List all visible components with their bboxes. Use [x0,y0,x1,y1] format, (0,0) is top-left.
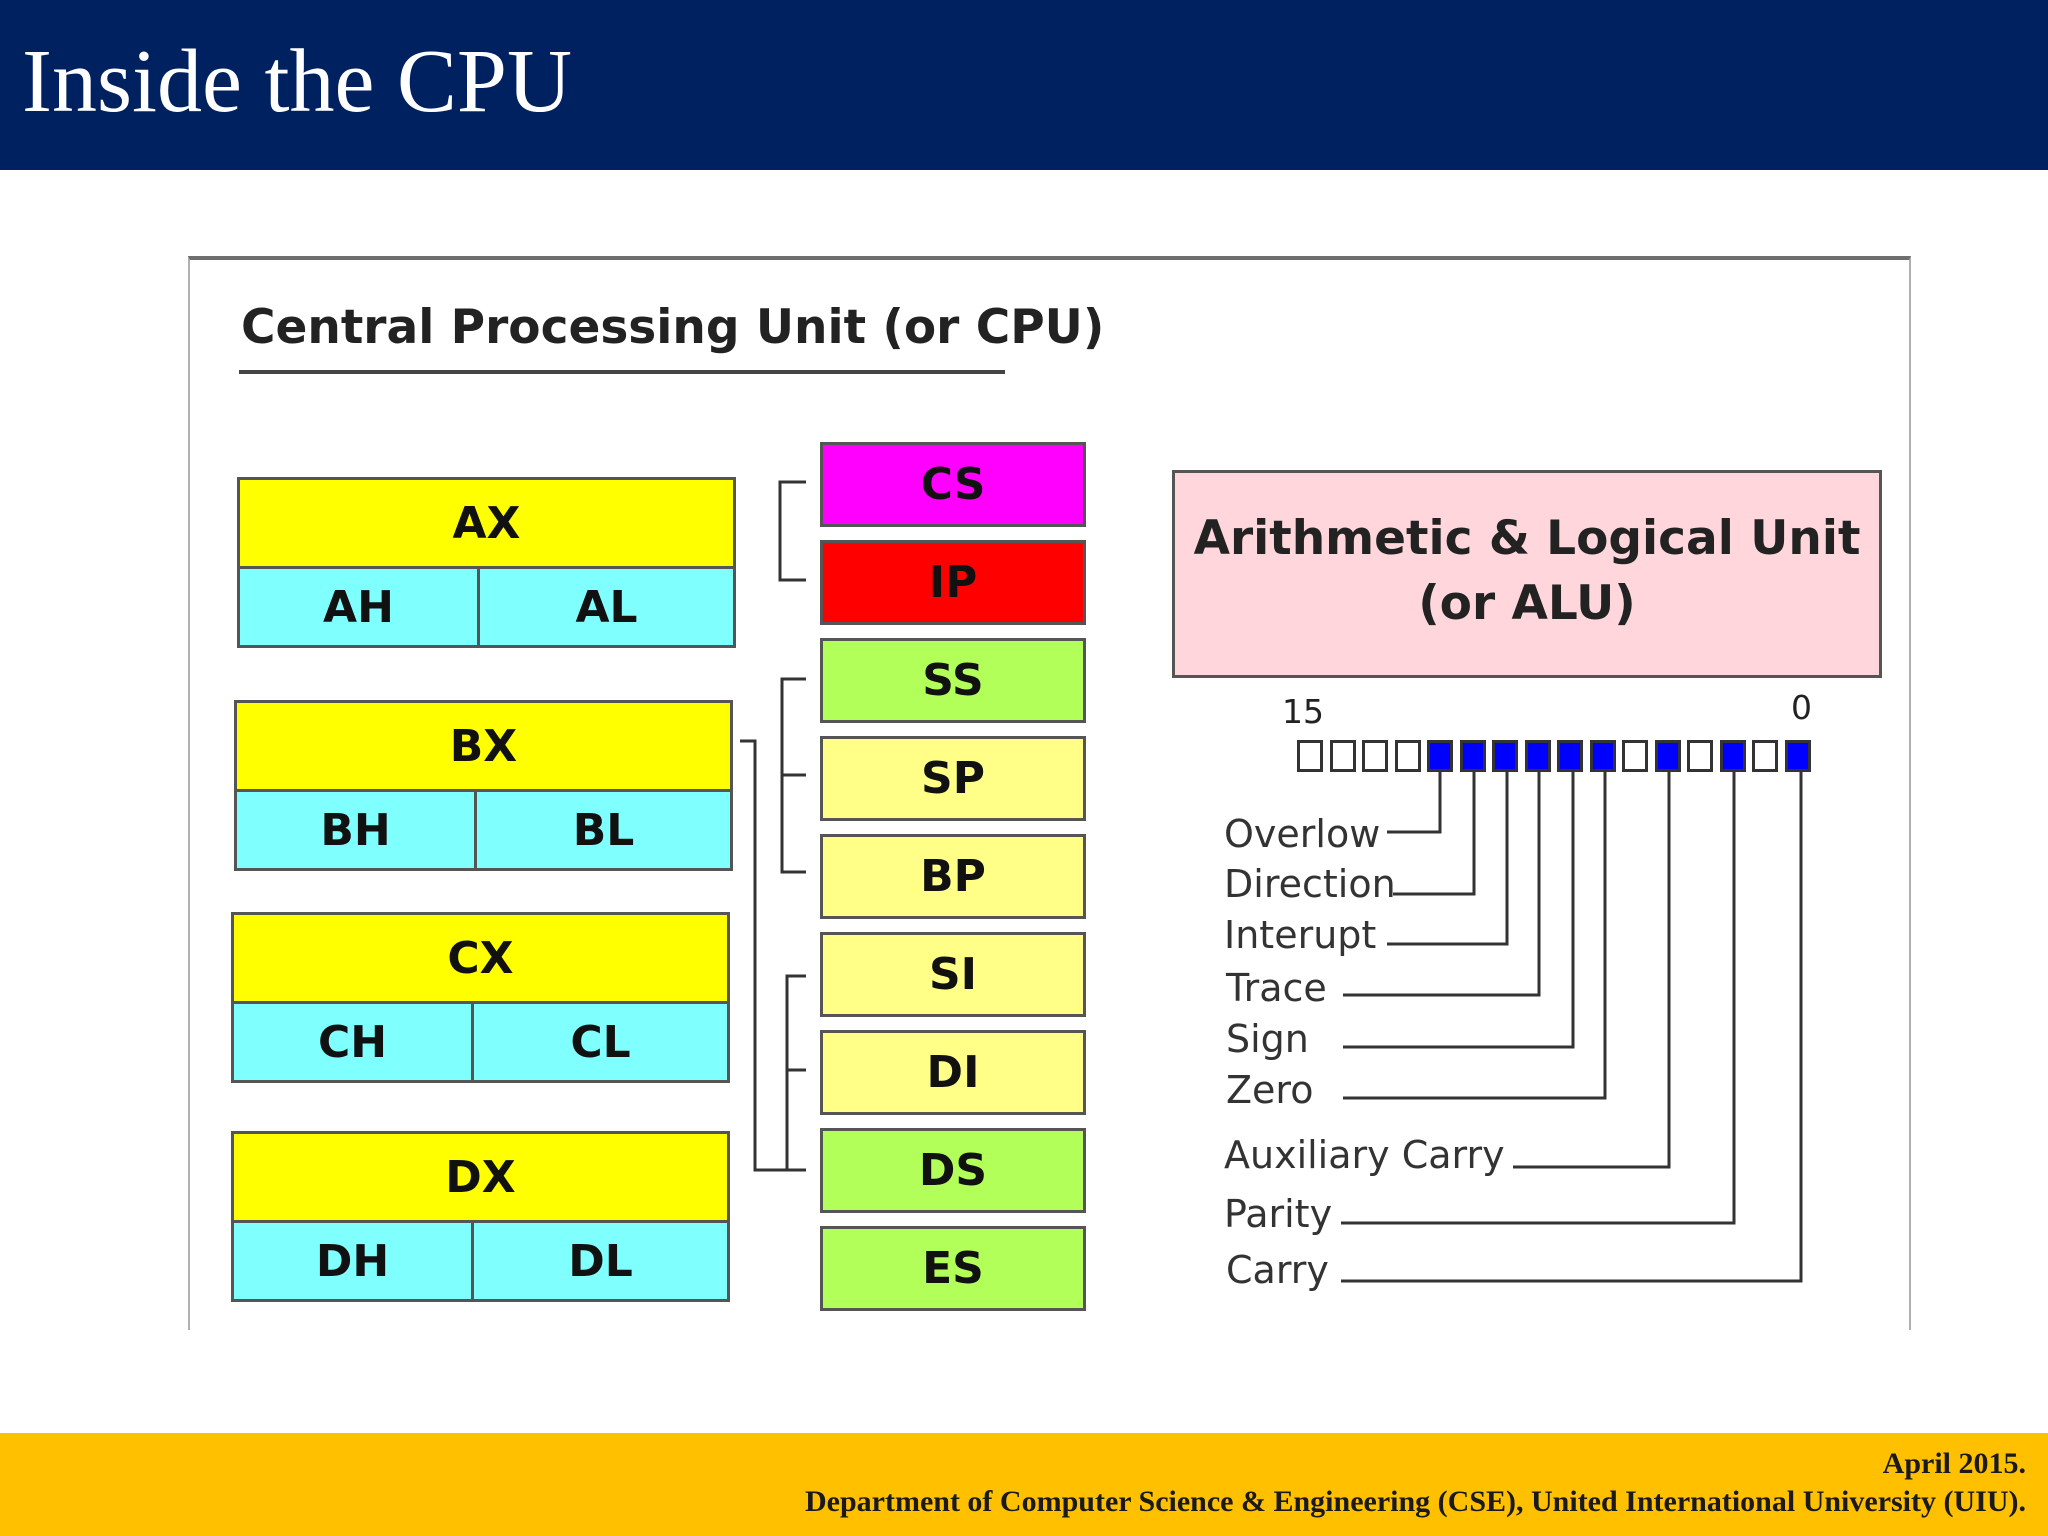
register-cs: CS [820,442,1086,527]
flag-bit-15 [1297,740,1323,772]
alu-title: Arithmetic & Logical Unit [1193,511,1861,566]
slide-header: Inside the CPU [0,0,2048,170]
flag-label-sign: Sign [1226,1017,1309,1061]
flag-label-carry: Carry [1226,1248,1329,1292]
footer-department: Department of Computer Science & Enginee… [804,1485,2026,1518]
flag-bit-8 [1524,740,1551,772]
flag-bit-1 [1752,740,1778,772]
register-ds: DS [820,1128,1086,1213]
register-al: AL [477,566,736,648]
flag-bit-7 [1557,740,1583,772]
slide-title: Inside the CPU [22,32,572,131]
flag-label-trace: Trace [1226,966,1327,1010]
leader-sign [1343,772,1575,1049]
leader-direction [1393,772,1476,896]
register-cl: CL [471,1001,730,1083]
leader-interrupt [1387,772,1509,946]
cpu-diagram-title: Central Processing Unit (or CPU) [241,300,1105,355]
flag-bit-14 [1329,740,1356,772]
flag-bit-3 [1687,740,1713,772]
flag-bit-6 [1589,740,1616,772]
register-bh: BH [234,789,477,871]
leader-trace [1343,772,1541,997]
register-ss: SS [820,638,1086,723]
leader-overflow [1387,772,1442,834]
register-dl: DL [471,1220,730,1302]
register-bl: BL [474,789,733,871]
bracket-ss-sp-bp [780,677,806,874]
flag-label-zero: Zero [1226,1068,1314,1112]
flag-bit-12 [1394,740,1421,772]
flag-bit-4 [1654,740,1681,772]
flag-label-parity: Parity [1224,1192,1333,1236]
flag-bit-2 [1719,740,1746,772]
register-sp: SP [820,736,1086,821]
register-dh: DH [231,1220,474,1302]
register-ip: IP [820,540,1086,625]
flag-bit-0 [1784,740,1811,772]
leader-parity [1341,772,1736,1225]
register-ah: AH [237,566,480,648]
flag-label-direction: Direction [1224,862,1396,906]
bracket-cs-ip [778,480,806,582]
register-di: DI [820,1030,1086,1115]
register-es: ES [820,1226,1086,1311]
flag-bit-0-label: 0 [1791,688,1812,727]
register-bp: BP [820,834,1086,919]
flag-label-auxiliary-carry: Auxiliary Carry [1224,1133,1505,1177]
cpu-title-underline [239,370,1005,374]
flag-label-interrupt: Interupt [1224,913,1377,957]
leader-auxiliary-carry [1513,772,1671,1169]
alu-subtitle: (or ALU) [1418,576,1636,631]
alu-box: Arithmetic & Logical Unit (or ALU) [1172,470,1882,678]
flag-bit-11 [1427,740,1453,772]
leader-zero [1343,772,1607,1100]
leader-carry [1341,772,1803,1283]
register-ax: AX [237,477,736,569]
register-si: SI [820,932,1086,1017]
slide-footer: April 2015. Department of Computer Scien… [0,1433,2048,1536]
flag-bit-15-label: 15 [1282,692,1324,731]
flag-bit-13 [1362,740,1388,772]
flag-label-overflow: Overlow [1224,812,1381,856]
footer-date: April 2015. [1882,1447,2026,1480]
bracket-si-di-ds [785,974,806,1172]
bracket-bx-link [740,739,787,1172]
flag-bit-10 [1459,740,1486,772]
flag-bit-5 [1622,740,1648,772]
flag-bit-9 [1492,740,1518,772]
